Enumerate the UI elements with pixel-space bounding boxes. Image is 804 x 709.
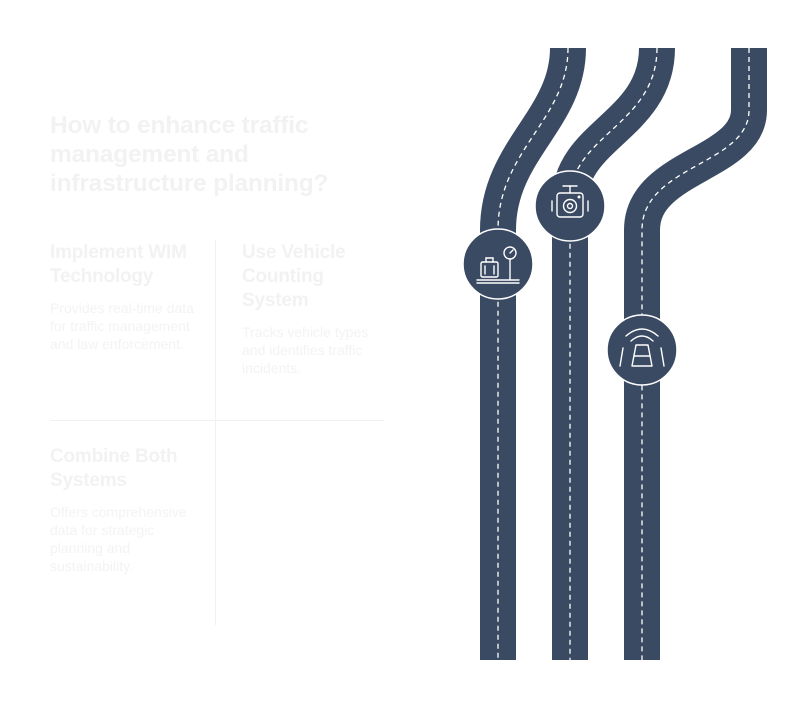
option-vehicle-counting-description: Tracks vehicle types and identifies traf… xyxy=(242,324,369,376)
option-vehicle-counting: Use Vehicle Counting System Tracks vehic… xyxy=(242,241,384,377)
road-wim xyxy=(480,47,586,660)
road-combine xyxy=(624,48,767,660)
wim-scale-icon xyxy=(462,228,534,300)
option-wim: Implement WIM Technology Provides real-t… xyxy=(50,241,200,353)
page-title: How to enhance traffic management and in… xyxy=(50,112,329,197)
option-wim-title: Implement WIM Technology xyxy=(50,242,187,287)
grid-divider-horizontal xyxy=(50,420,384,421)
option-wim-description: Provides real-time data for traffic mana… xyxy=(50,300,194,352)
traffic-camera-icon xyxy=(534,170,606,242)
option-vehicle-counting-title: Use Vehicle Counting System xyxy=(242,242,346,311)
option-combine-title: Combine Both Systems xyxy=(50,446,178,491)
vehicle-sensor-icon xyxy=(606,314,678,386)
grid-divider-vertical xyxy=(215,240,216,625)
option-combine-description: Offers comprehensive data for strategic … xyxy=(50,504,187,574)
option-combine: Combine Both Systems Offers comprehensiv… xyxy=(50,445,200,575)
